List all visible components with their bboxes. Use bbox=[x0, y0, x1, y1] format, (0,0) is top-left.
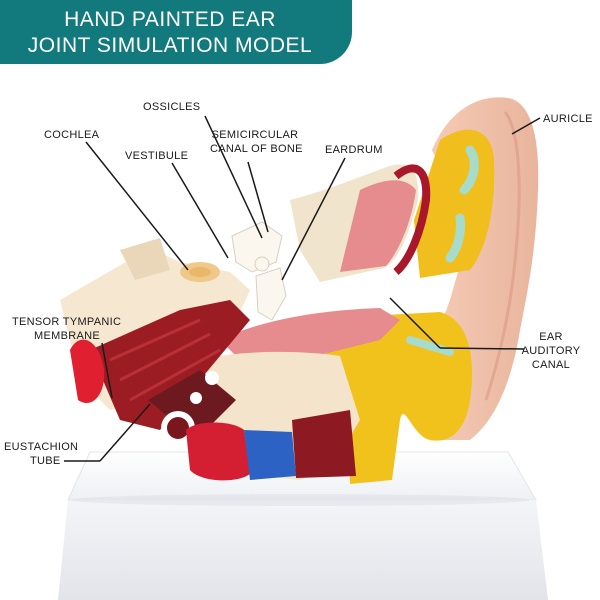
ossicles-line bbox=[204, 115, 263, 239]
label-semicircular-line1: SEMICIRCULAR bbox=[211, 129, 299, 141]
label-auricle: AURICLE bbox=[543, 113, 593, 125]
ear-canal-line bbox=[389, 297, 441, 349]
banner-title-line2: JOINT SIMULATION MODEL bbox=[27, 34, 313, 57]
label-ear-canal-line2: AUDITORY bbox=[521, 345, 581, 357]
label-eardrum: EARDRUM bbox=[325, 144, 383, 156]
tensor-line bbox=[101, 342, 113, 399]
label-semicircular-line2: CANAL OF BONE bbox=[210, 143, 303, 155]
ossicles-part bbox=[231, 221, 287, 321]
cartilage-part bbox=[320, 129, 495, 484]
banner-title-line1: HAND PAINTED EAR bbox=[64, 8, 276, 31]
vestibule-line bbox=[171, 162, 229, 259]
cochlea-line bbox=[85, 141, 189, 271]
label-semicircular-canal: SEMICIRCULAR CANAL OF BONE bbox=[210, 128, 303, 156]
eustachian-tube-part bbox=[148, 370, 236, 445]
auricle-line bbox=[511, 117, 541, 135]
label-vestibule: VESTIBULE bbox=[125, 150, 189, 162]
label-eustachion-tube: EUSTACHION TUBE bbox=[4, 440, 78, 468]
title-banner: HAND PAINTED EAR JOINT SIMULATION MODEL bbox=[0, 0, 352, 64]
tensor-tympani-muscle bbox=[70, 300, 250, 430]
label-tensor-line2: MEMBRANE bbox=[34, 330, 100, 342]
eustachion-line-2 bbox=[99, 403, 151, 462]
eardrum-line bbox=[281, 157, 346, 281]
display-stand bbox=[58, 451, 548, 600]
label-ear-canal-line3: CANAL bbox=[531, 359, 571, 371]
semicircular-line bbox=[247, 161, 269, 233]
label-tensor-line1: TENSOR TYMPANIC bbox=[12, 316, 122, 328]
label-ossicles: OSSICLES bbox=[143, 101, 201, 113]
blood-vessels bbox=[186, 410, 356, 481]
label-eustachion-line1: EUSTACHION bbox=[4, 441, 79, 453]
label-ear-auditory-canal: EAR AUDITORY CANAL bbox=[510, 330, 592, 372]
label-tensor-tympanic: TENSOR TYMPANIC MEMBRANE bbox=[12, 315, 121, 343]
label-eustachion-line2: TUBE bbox=[30, 455, 61, 467]
label-ear-canal-line1: EAR bbox=[539, 331, 563, 343]
ear-canal-line-2 bbox=[439, 347, 525, 350]
label-cochlea: COCHLEA bbox=[44, 129, 100, 141]
temporal-bone-upper bbox=[290, 164, 431, 282]
